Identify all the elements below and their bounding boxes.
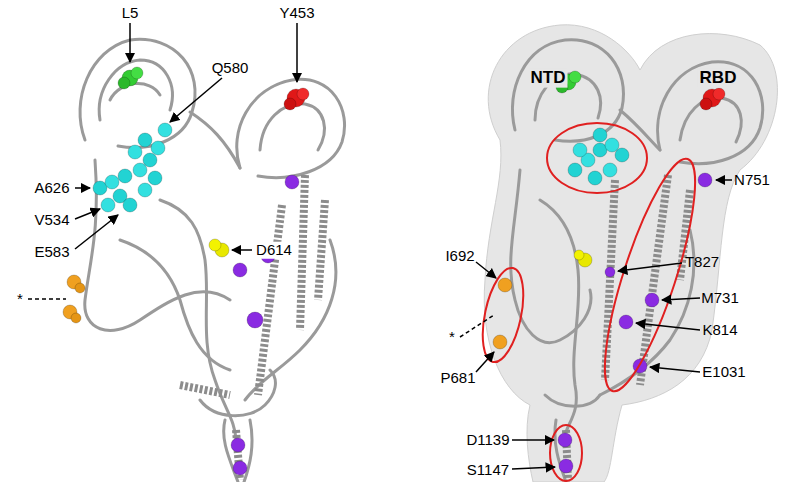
residue-label: Q580: [210, 60, 251, 77]
residue-label: Y453: [277, 5, 316, 22]
domain-label: NTD: [529, 69, 568, 88]
residue-label: E1031: [700, 364, 747, 381]
domain-label: RBD: [698, 69, 739, 88]
helix: [180, 175, 325, 480]
residue-label: S1147: [465, 462, 511, 479]
ribbon-structure: [80, 39, 345, 482]
dashed-leader: [28, 299, 494, 337]
residue-label: V534: [32, 212, 71, 229]
residue-label: T827: [683, 254, 721, 271]
marker-label: *: [15, 291, 25, 308]
protein-surface: [484, 25, 777, 482]
residue-label: E583: [32, 244, 71, 261]
residue-sphere: [63, 67, 309, 475]
highlight-ellipse: [475, 123, 712, 481]
marker-label: *: [447, 329, 457, 346]
residue-label: D614: [254, 242, 294, 259]
residue-label: P681: [438, 370, 477, 387]
leader-arrow: [75, 23, 732, 469]
residue-label: N751: [732, 172, 772, 189]
residue-label: K814: [700, 322, 739, 339]
residue-label: I692: [443, 248, 476, 265]
residue-label: A626: [32, 180, 71, 197]
residue-label: L5: [120, 5, 141, 22]
ribbon-structure: [511, 40, 763, 482]
residue-label: M731: [699, 290, 741, 307]
residue-label: D1139: [464, 432, 511, 449]
residue-sphere: [493, 71, 725, 473]
